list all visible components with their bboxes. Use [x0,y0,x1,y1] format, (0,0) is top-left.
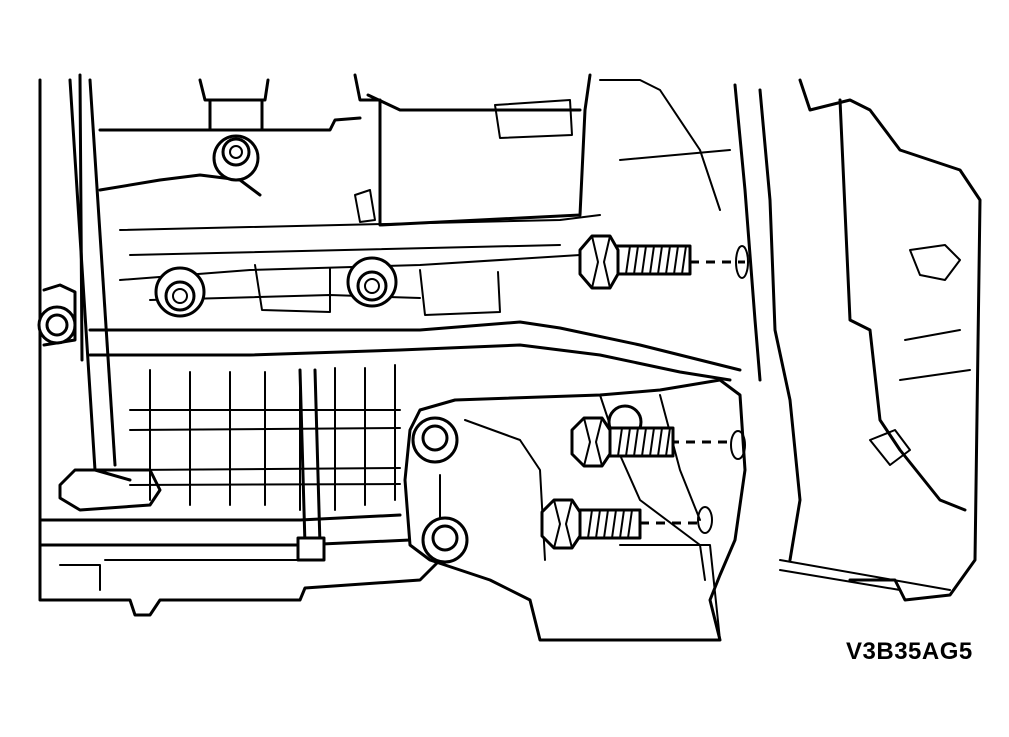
case-bolt-edge-left [37,305,77,345]
figure-code-label: V3B35AG5 [846,638,973,665]
loose-bolt-top [578,234,749,290]
case-bolt-middle-right [346,256,398,308]
loose-bolt-middle [570,416,732,468]
valve-body-cover [198,73,731,227]
bracket-bolt-upper [411,416,459,464]
vent-tube [296,368,326,562]
case-bolt-middle-left [154,266,206,318]
bracket-bolt-lower [421,516,469,564]
case-bolt-top-left [212,134,260,182]
loose-bolt-lower [540,498,700,550]
